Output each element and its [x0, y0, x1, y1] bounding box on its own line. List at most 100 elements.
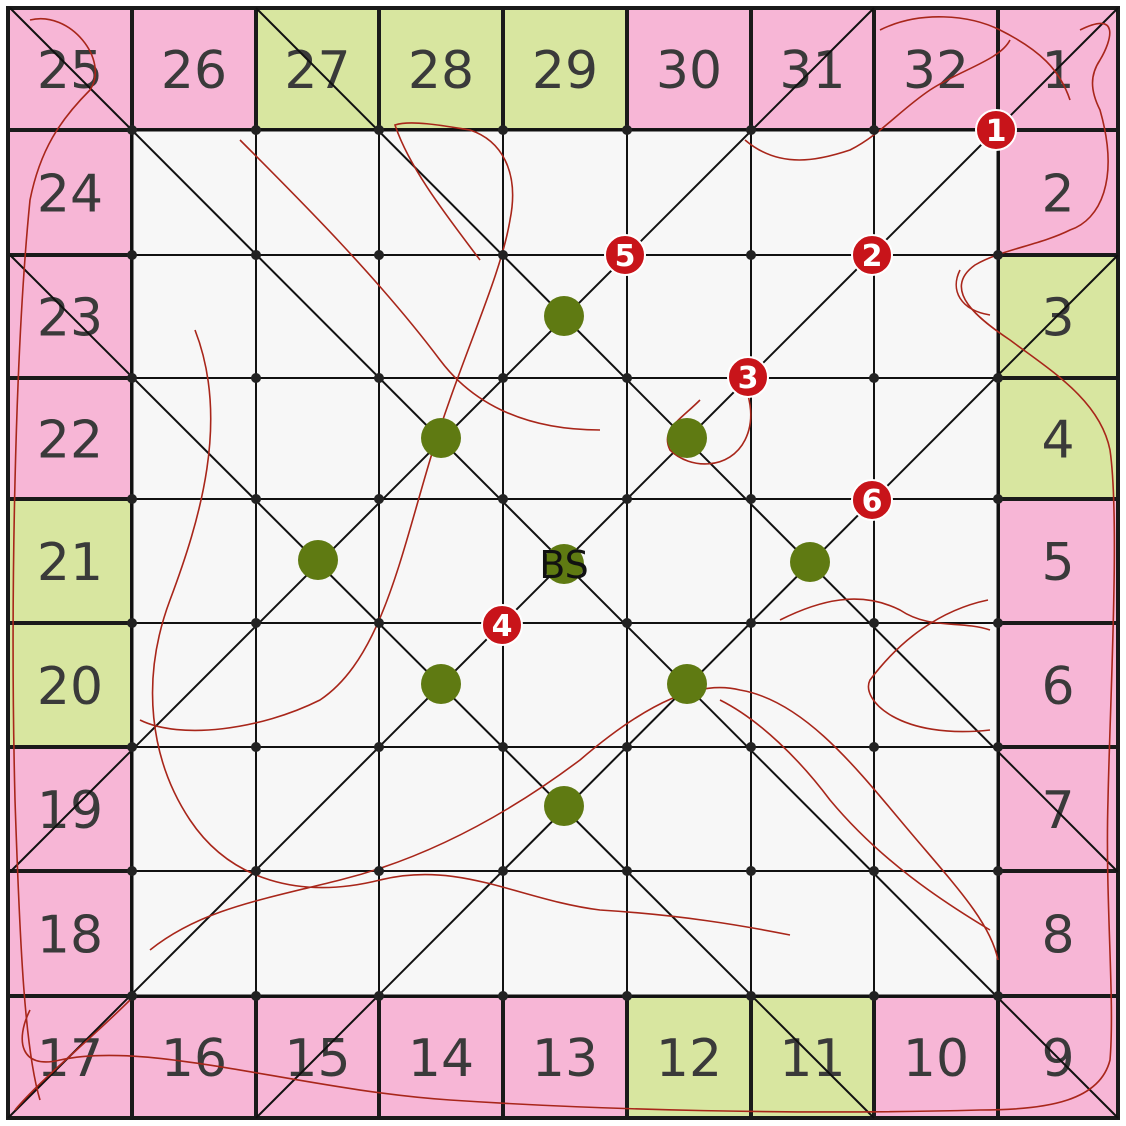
grid-node — [869, 125, 879, 135]
cell-number: 5 — [1041, 533, 1074, 593]
cell-number: 16 — [161, 1029, 227, 1089]
grid-node — [869, 373, 879, 383]
board-cell-32: 32 — [872, 6, 1000, 132]
grid-node — [251, 125, 261, 135]
grid-node — [498, 991, 508, 1001]
trajectory-path — [779, 598, 991, 631]
grid-node — [374, 494, 384, 504]
grid-node — [869, 991, 879, 1001]
cell-background — [872, 994, 1000, 1120]
cell-background — [996, 745, 1120, 873]
green-sensor-node — [298, 540, 338, 580]
board-cell-5: 5 — [996, 497, 1120, 625]
grid-node — [251, 991, 261, 1001]
grid-node — [993, 494, 1003, 504]
grid-node — [374, 866, 384, 876]
board-cell-19: 19 — [6, 745, 134, 873]
grid-node — [251, 742, 261, 752]
grid-node — [746, 250, 756, 260]
grid-node — [498, 494, 508, 504]
green-sensor-node — [421, 418, 461, 458]
base-station-node — [544, 544, 584, 584]
marker-circle — [604, 234, 646, 276]
grid-node — [993, 866, 1003, 876]
cell-number: 2 — [1041, 165, 1074, 225]
grid-node — [869, 618, 879, 628]
grid-node — [251, 618, 261, 628]
border-cells: 2526272829303132124223322421520619718817… — [6, 6, 1120, 1120]
marker-number: 5 — [615, 239, 636, 274]
board-cell-2: 2 — [996, 128, 1120, 257]
cell-background — [6, 376, 134, 501]
grid-node — [498, 866, 508, 876]
board-cell-29: 29 — [501, 6, 629, 132]
cell-number: 23 — [37, 289, 103, 349]
green-sensor-node — [544, 296, 584, 336]
grid-node — [127, 250, 137, 260]
cell-number: 32 — [903, 41, 969, 101]
trajectory-path — [14, 999, 131, 1111]
board-cell-16: 16 — [130, 994, 258, 1120]
grid-node — [746, 494, 756, 504]
grid-node — [374, 373, 384, 383]
grid-node — [498, 742, 508, 752]
board-cell-12: 12 — [625, 994, 753, 1120]
board-cell-13: 13 — [501, 994, 629, 1120]
trajectory-paths — [12, 16, 1116, 1113]
grid-node — [127, 991, 137, 1001]
trajectory-path — [744, 39, 1011, 161]
board-cell-26: 26 — [130, 6, 258, 132]
base-station-label: BS — [539, 543, 589, 587]
cell-background — [6, 745, 134, 873]
cell-number: 24 — [37, 165, 103, 225]
grid-node — [869, 866, 879, 876]
cell-background — [625, 6, 753, 132]
board-cell-4: 4 — [996, 376, 1120, 501]
grid-node — [498, 125, 508, 135]
marker-circle — [851, 479, 893, 521]
marker-number: 3 — [738, 361, 759, 396]
grid-node — [622, 866, 632, 876]
marker-circle — [975, 109, 1017, 151]
cell-background — [6, 869, 134, 998]
trajectory-path — [149, 686, 999, 961]
green-sensor-node — [667, 664, 707, 704]
cell-number: 22 — [37, 411, 103, 471]
trajectory-path — [139, 122, 514, 732]
grid-node — [498, 373, 508, 383]
grid-node — [127, 494, 137, 504]
cell-background — [996, 128, 1120, 257]
trajectory-path — [879, 16, 1071, 101]
green-sensor-node — [667, 418, 707, 458]
board-cell-7: 7 — [996, 745, 1120, 873]
grid-node — [993, 373, 1003, 383]
trajectory-path — [12, 17, 97, 1101]
marker-circle — [727, 356, 769, 398]
green-sensor-node — [790, 542, 830, 582]
grid-node — [993, 742, 1003, 752]
cell-number: 10 — [903, 1029, 969, 1089]
grid-node — [622, 125, 632, 135]
trajectory-path — [21, 22, 1116, 1113]
green-sensor-nodes — [298, 296, 830, 826]
cell-number: 28 — [408, 41, 474, 101]
grid-node — [869, 742, 879, 752]
grid-node — [622, 991, 632, 1001]
cell-number: 21 — [37, 533, 103, 593]
marker-number: 1 — [986, 114, 1007, 149]
grid-nodes — [127, 125, 1003, 1001]
cell-number: 14 — [408, 1029, 474, 1089]
marker-number: 2 — [862, 239, 883, 274]
grid-node — [993, 250, 1003, 260]
grid-node — [374, 742, 384, 752]
trajectory-path — [955, 269, 991, 316]
grid-node — [374, 991, 384, 1001]
grid-node — [127, 373, 137, 383]
grid-node — [993, 991, 1003, 1001]
cell-background — [996, 376, 1120, 501]
red-marker-6: 6 — [851, 479, 893, 521]
grid-node — [374, 125, 384, 135]
grid-node — [127, 866, 137, 876]
grid-node — [622, 494, 632, 504]
cell-background — [6, 497, 134, 625]
